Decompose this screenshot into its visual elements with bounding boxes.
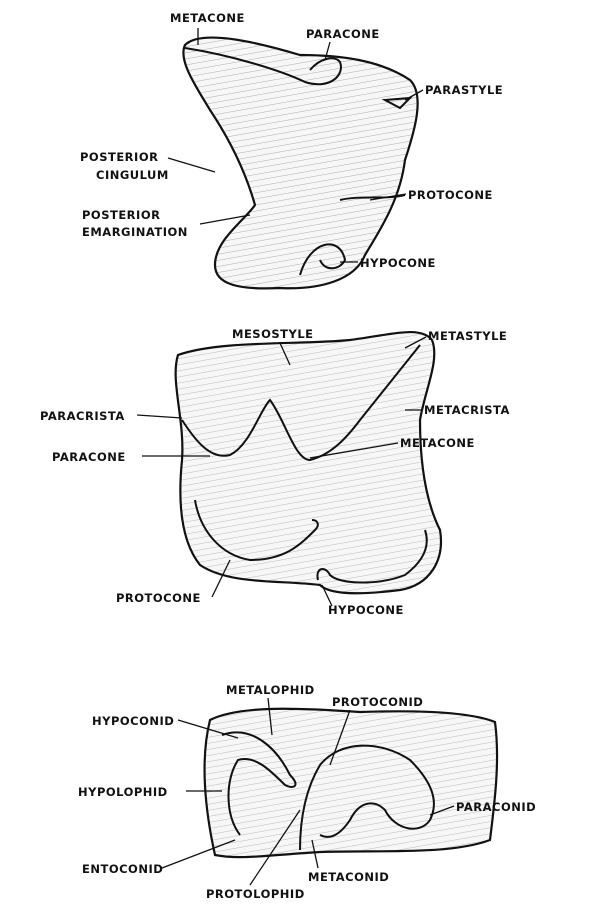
label-metacone-1: METACONE [170, 11, 245, 25]
label-hypocone-2: HYPOCONE [328, 603, 404, 617]
label-metacone-2: METACONE [400, 436, 475, 450]
label-hypoconid: HYPOCONID [92, 714, 174, 728]
leader-lines [136, 28, 455, 886]
label-paraconid: PARACONID [456, 800, 536, 814]
label-parastyle: PARASTYLE [425, 83, 503, 97]
label-paracone-1: PARACONE [306, 27, 380, 41]
label-hypolophid: HYPOLOPHID [78, 785, 168, 799]
label-paracone-2: PARACONE [52, 450, 126, 464]
upper-molar-2 [174, 330, 443, 595]
label-mesostyle: MESOSTYLE [232, 327, 314, 341]
label-metalophid: METALOPHID [226, 683, 315, 697]
label-posterior-emargination-2: EMARGINATION [82, 225, 188, 239]
label-hypocone-1: HYPOCONE [360, 256, 436, 270]
label-posterior-emargination-1: POSTERIOR [82, 208, 160, 222]
upper-molar-1 [182, 36, 419, 290]
label-metacrista: METACRISTA [424, 403, 510, 417]
label-posterior-cingulum-1: POSTERIOR [80, 150, 158, 164]
label-metaconid: METACONID [308, 870, 389, 884]
label-posterior-cingulum-2: CINGULUM [96, 168, 169, 182]
label-protocone-2: PROTOCONE [116, 591, 201, 605]
label-paracrista: PARACRISTA [40, 409, 125, 423]
label-entoconid: ENTOCONID [82, 862, 163, 876]
lower-molar [203, 707, 499, 859]
label-protolophid: PROTOLOPHID [206, 887, 305, 901]
label-protoconid: PROTOCONID [332, 695, 423, 709]
label-metastyle: METASTYLE [428, 329, 507, 343]
label-protocone-1: PROTOCONE [408, 188, 493, 202]
